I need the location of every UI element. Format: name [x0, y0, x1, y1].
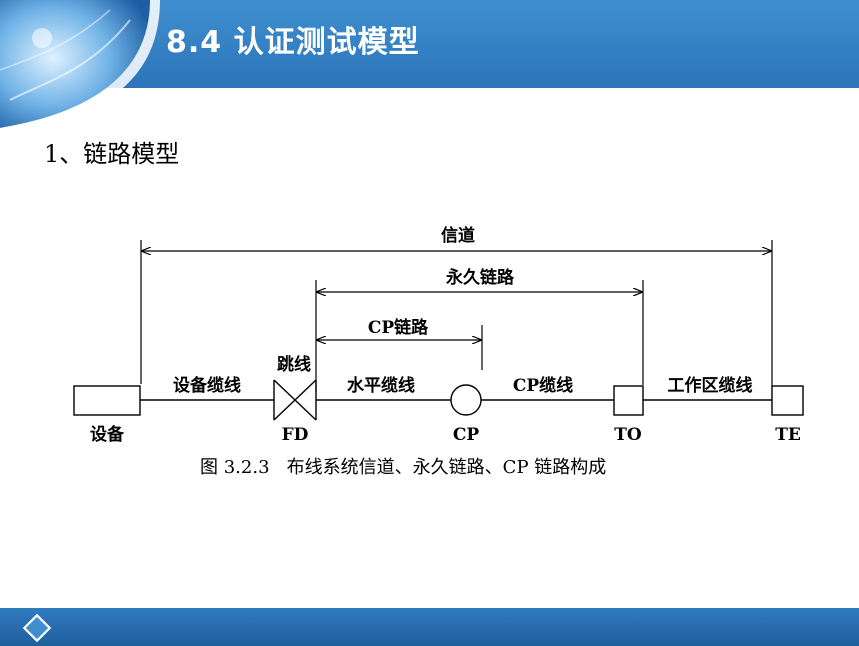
cp-node-label: CP [453, 425, 480, 445]
figure-caption: 图 3.2.3 布线系统信道、永久链路、CP 链路构成 [200, 457, 606, 478]
te-node-label: TE [775, 425, 801, 445]
work-area-cable-label: 工作区缆线 [668, 375, 753, 396]
horizontal-cable-label: 水平缆线 [347, 375, 415, 396]
diamond-icon [22, 613, 52, 643]
cp-link-label: CP链路 [368, 317, 429, 338]
equipment-node [73, 385, 141, 416]
section-heading: 1、链路模型 [44, 140, 180, 168]
slide-title: 8.4 认证测试模型 [166, 25, 420, 60]
to-node-label: TO [614, 425, 642, 445]
equipment-node-label: 设备 [90, 424, 125, 445]
extension-lines [140, 240, 773, 392]
patch-cord-label: 跳线 [277, 354, 311, 375]
footer-bar [0, 608, 859, 646]
cp-node [450, 384, 482, 416]
abstract-globe-icon [0, 0, 160, 130]
fd-node-label: FD [282, 425, 309, 445]
te-node [771, 385, 804, 416]
fd-patch-symbol [273, 379, 317, 421]
cp-cable-label: CP缆线 [513, 375, 573, 396]
equipment-cable-label: 设备缆线 [173, 375, 241, 396]
channel-label: 信道 [441, 225, 475, 246]
permanent-link-label: 永久链路 [445, 267, 515, 288]
to-node [613, 385, 644, 416]
